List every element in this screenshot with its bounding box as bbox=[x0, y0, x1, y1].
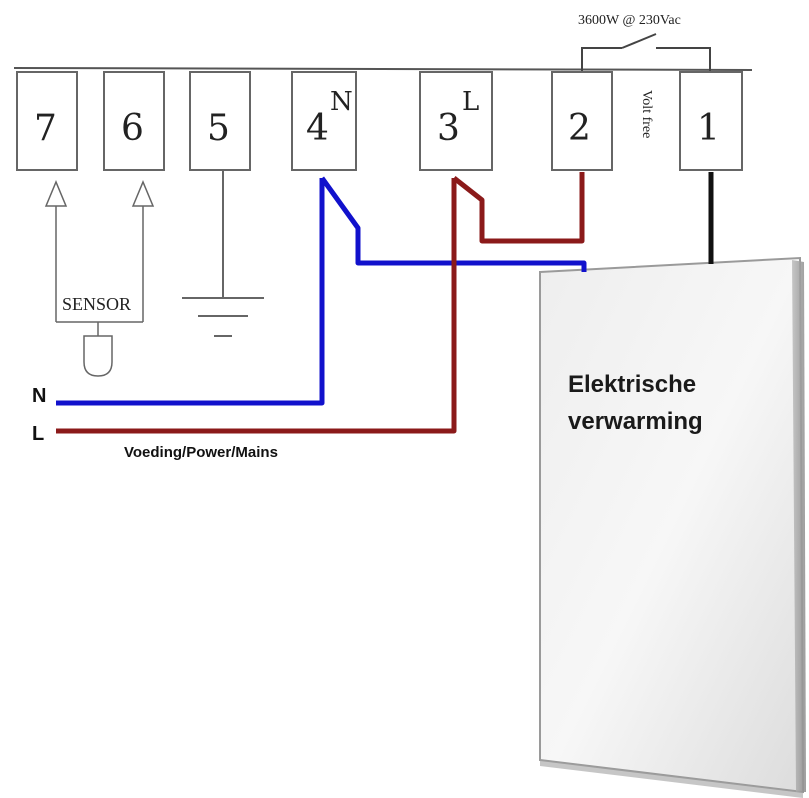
sensor-arrow-6 bbox=[131, 180, 155, 207]
terminal-sup-l: L bbox=[462, 87, 479, 117]
terminal-strip-line bbox=[13, 67, 753, 71]
neutral-heater-wire bbox=[319, 176, 587, 272]
terminal-label: 4 bbox=[306, 108, 329, 149]
terminal-label: 5 bbox=[207, 108, 230, 149]
terminal-6: 6 bbox=[103, 71, 165, 171]
terminal-sup-n: N bbox=[330, 87, 353, 117]
volt-free-label: Volt free bbox=[639, 90, 654, 138]
sensor-probe bbox=[83, 335, 113, 377]
terminal-label: 6 bbox=[121, 108, 144, 149]
relay-rating: 3600W @ 230Vac bbox=[578, 13, 681, 28]
heater-label: Elektrische verwarming bbox=[568, 366, 703, 440]
terminal-4: 4 N bbox=[291, 71, 357, 171]
sensor-label: SENSOR bbox=[62, 294, 131, 314]
terminal-5: 5 bbox=[189, 71, 251, 171]
sensor-circuit bbox=[44, 180, 155, 377]
relay-switch bbox=[581, 33, 711, 72]
terminal-3: 3 L bbox=[419, 71, 493, 171]
terminal-7: 7 bbox=[16, 71, 78, 171]
live-wire bbox=[56, 172, 585, 434]
live-relay-wire bbox=[452, 172, 585, 244]
live-mains-wire bbox=[56, 178, 457, 434]
live-label: L bbox=[32, 423, 44, 445]
neutral-label: N bbox=[32, 385, 46, 407]
terminal-label: 3 bbox=[437, 108, 460, 149]
sensor-arrow-7 bbox=[44, 180, 68, 207]
neutral-mains-wire bbox=[56, 178, 325, 406]
terminal-label: 7 bbox=[34, 108, 57, 149]
heater-label-line2: verwarming bbox=[568, 408, 703, 435]
neutral-wire bbox=[56, 176, 587, 406]
mains-caption: Voeding/Power/Mains bbox=[124, 444, 278, 461]
ground-symbol bbox=[182, 170, 264, 337]
terminal-2: 2 bbox=[551, 71, 613, 171]
heater-label-line1: Elektrische bbox=[568, 371, 697, 398]
heater-panel bbox=[539, 256, 806, 798]
terminal-label: 2 bbox=[568, 108, 591, 149]
terminal-label: 1 bbox=[697, 108, 720, 149]
terminal-1: 1 bbox=[679, 71, 743, 171]
